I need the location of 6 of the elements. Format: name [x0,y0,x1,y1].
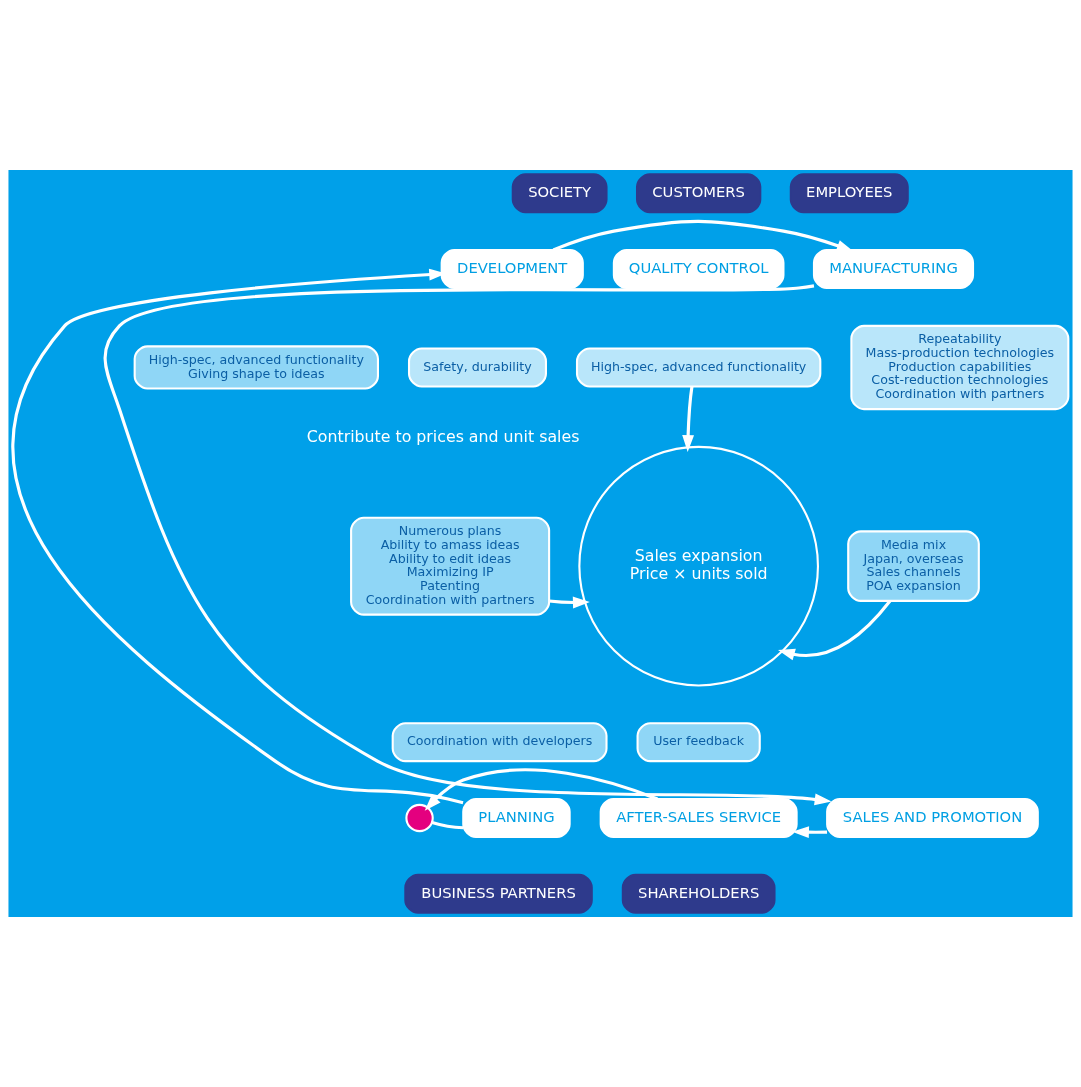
label: SHAREHOLDERS [638,883,760,901]
label: SOCIETY [528,183,592,201]
label: EMPLOYEES [806,183,893,201]
node-label: Contribute to prices and unit sales [306,426,580,446]
label: BUSINESS PARTNERS [421,883,576,901]
label: CUSTOMERS [652,183,745,201]
